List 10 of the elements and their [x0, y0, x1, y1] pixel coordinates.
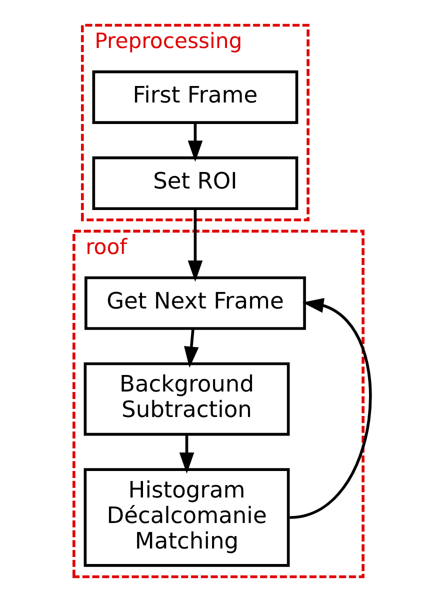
arrow: [187, 122, 202, 162]
arrow: [187, 208, 202, 282]
arrow: [178, 434, 194, 474]
node-box: First Frame: [92, 70, 298, 124]
node-box: Get Next Frame: [84, 276, 306, 330]
node-box: Background Subtraction: [83, 362, 290, 436]
arrow: [288, 298, 372, 519]
node-box: Set ROI: [92, 156, 298, 210]
node-box: Histogram Décalcomanie Matching: [83, 468, 290, 567]
arrow: [184, 328, 198, 368]
